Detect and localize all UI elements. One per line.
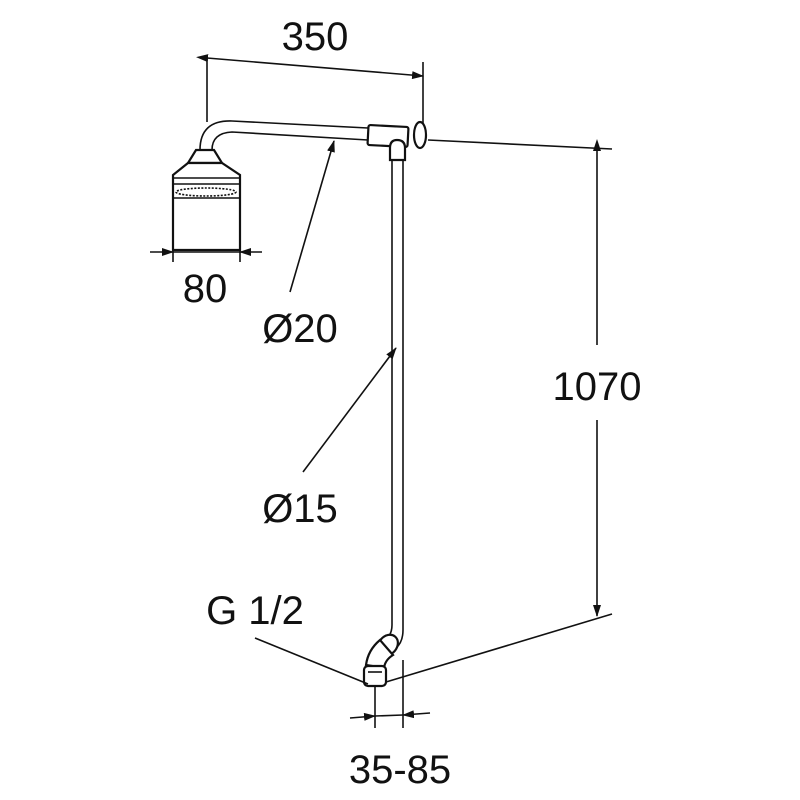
dimension-80: 80 — [150, 248, 262, 311]
leader-thread: G 1/2 — [206, 589, 369, 685]
label-thread: G 1/2 — [206, 589, 304, 633]
label-80: 80 — [183, 267, 228, 311]
label-diameter-15: Ø15 — [262, 487, 338, 531]
riser-pipe — [362, 160, 404, 688]
label-1070: 1070 — [553, 365, 642, 409]
label-35-85: 35-85 — [349, 748, 451, 792]
dimension-350: 350 — [196, 15, 424, 124]
label-diameter-20: Ø20 — [262, 307, 338, 351]
leader-diameter-15: Ø15 — [262, 347, 397, 531]
dimension-1070: 1070 — [385, 139, 642, 683]
dimension-35-85: 35-85 — [349, 660, 451, 792]
label-350: 350 — [282, 15, 349, 59]
leader-diameter-20: Ø20 — [262, 140, 338, 351]
shower-head — [171, 148, 242, 252]
shower-arm — [199, 120, 428, 162]
